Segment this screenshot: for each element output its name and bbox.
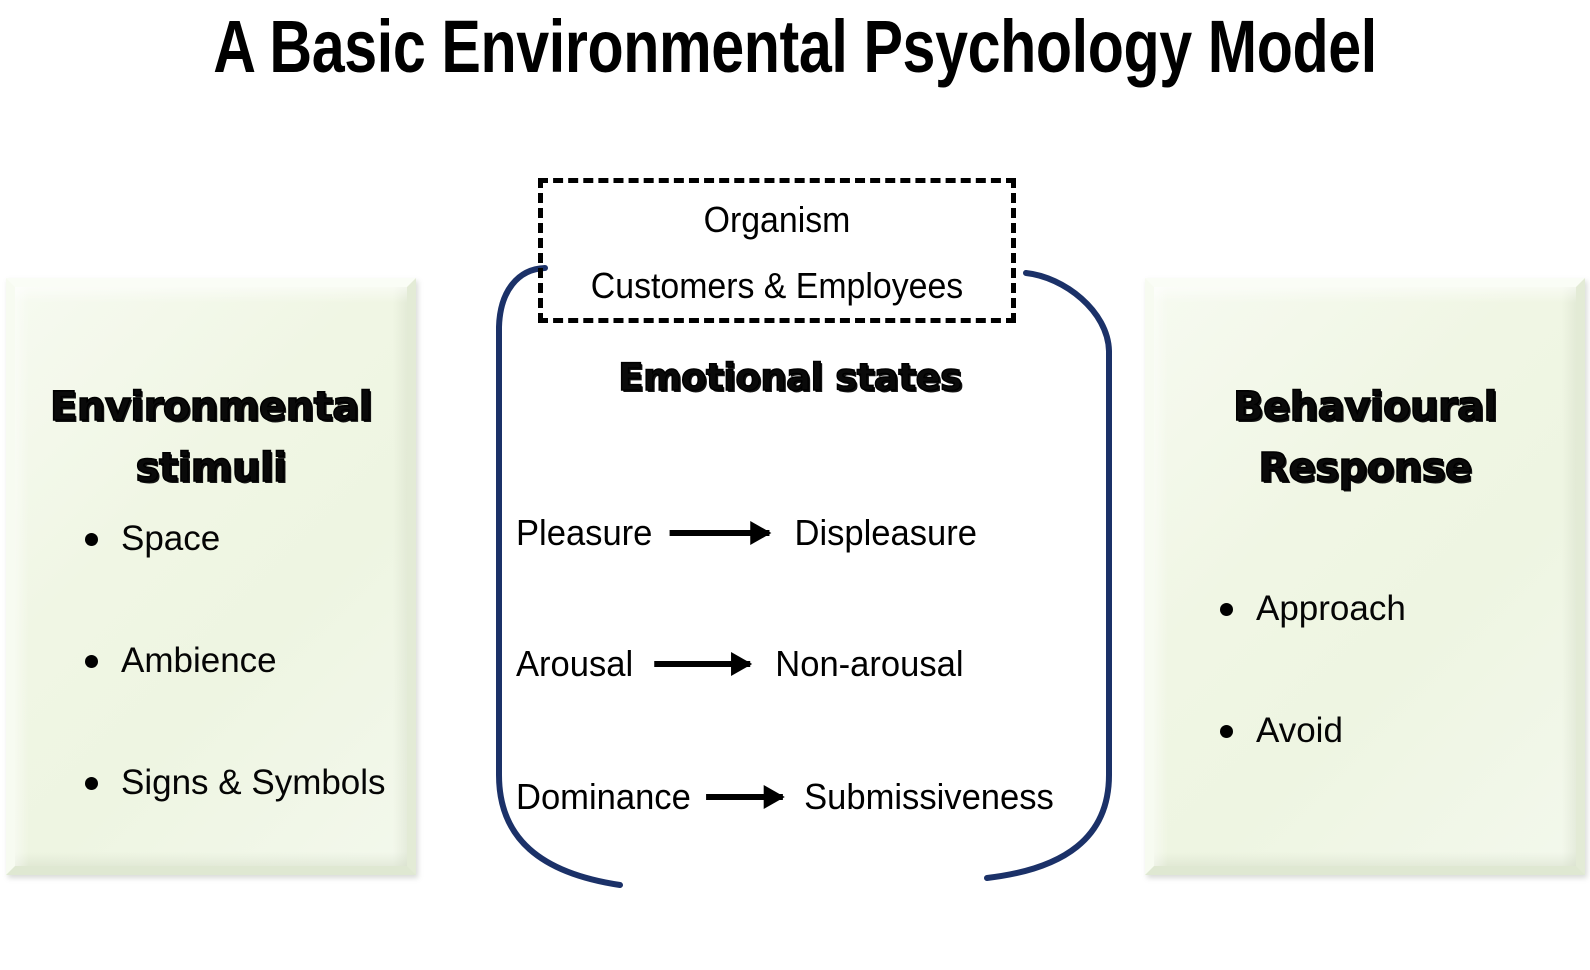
right-arrow-icon — [706, 785, 785, 809]
list-item: Signs & Symbols — [81, 763, 386, 803]
emotional-state-row-arousal: Arousal Non-arousal — [516, 643, 964, 685]
page-title: A Basic Environmental Psychology Model — [213, 5, 1377, 88]
bullet-dot-icon — [1220, 603, 1233, 616]
list-item-label: Avoid — [1256, 711, 1343, 750]
list-item-label: Space — [121, 519, 221, 558]
state-from-label: Pleasure — [516, 512, 653, 553]
environmental-stimuli-list: Space Ambience Signs & Symbols — [81, 519, 386, 885]
panel-left-content: Environmental stimuli Space Ambience Sig… — [15, 287, 407, 866]
list-item: Approach — [1216, 589, 1406, 629]
right-arrow-icon — [669, 521, 772, 545]
list-item-label: Ambience — [121, 641, 277, 680]
list-item: Ambience — [81, 641, 386, 681]
emotional-state-row-pleasure: Pleasure Displeasure — [516, 512, 977, 554]
list-item: Avoid — [1216, 711, 1406, 751]
state-to-label: Submissiveness — [804, 776, 1054, 817]
right-arrow-icon — [654, 652, 753, 676]
panel-right-content: Behavioural Response Approach Avoid — [1154, 287, 1576, 866]
environmental-stimuli-panel: Environmental stimuli Space Ambience Sig… — [6, 278, 416, 875]
list-item-label: Approach — [1256, 589, 1406, 628]
organism-subtitle: Customers & Employees — [590, 265, 964, 306]
state-from-label: Dominance — [516, 776, 691, 817]
bullet-dot-icon — [85, 655, 98, 668]
emotional-states-heading: Emotional states — [618, 355, 963, 400]
behavioural-response-list: Approach Avoid — [1216, 589, 1406, 833]
behavioural-response-panel: Behavioural Response Approach Avoid — [1145, 278, 1585, 875]
organism-box: Organism Customers & Employees — [538, 178, 1016, 323]
bullet-dot-icon — [1220, 725, 1233, 738]
emotional-state-row-dominance: Dominance Submissiveness — [516, 776, 1054, 818]
list-item-label: Signs & Symbols — [121, 763, 386, 802]
state-to-label: Displeasure — [794, 512, 977, 553]
organism-title: Organism — [703, 199, 851, 240]
bullet-dot-icon — [85, 777, 98, 790]
state-to-label: Non-arousal — [775, 643, 964, 684]
environmental-stimuli-heading: Environmental stimuli — [49, 383, 373, 491]
state-from-label: Arousal — [516, 643, 634, 684]
list-item: Space — [81, 519, 386, 559]
behavioural-response-heading: Behavioural Response — [1232, 383, 1498, 491]
bullet-dot-icon — [85, 533, 98, 546]
